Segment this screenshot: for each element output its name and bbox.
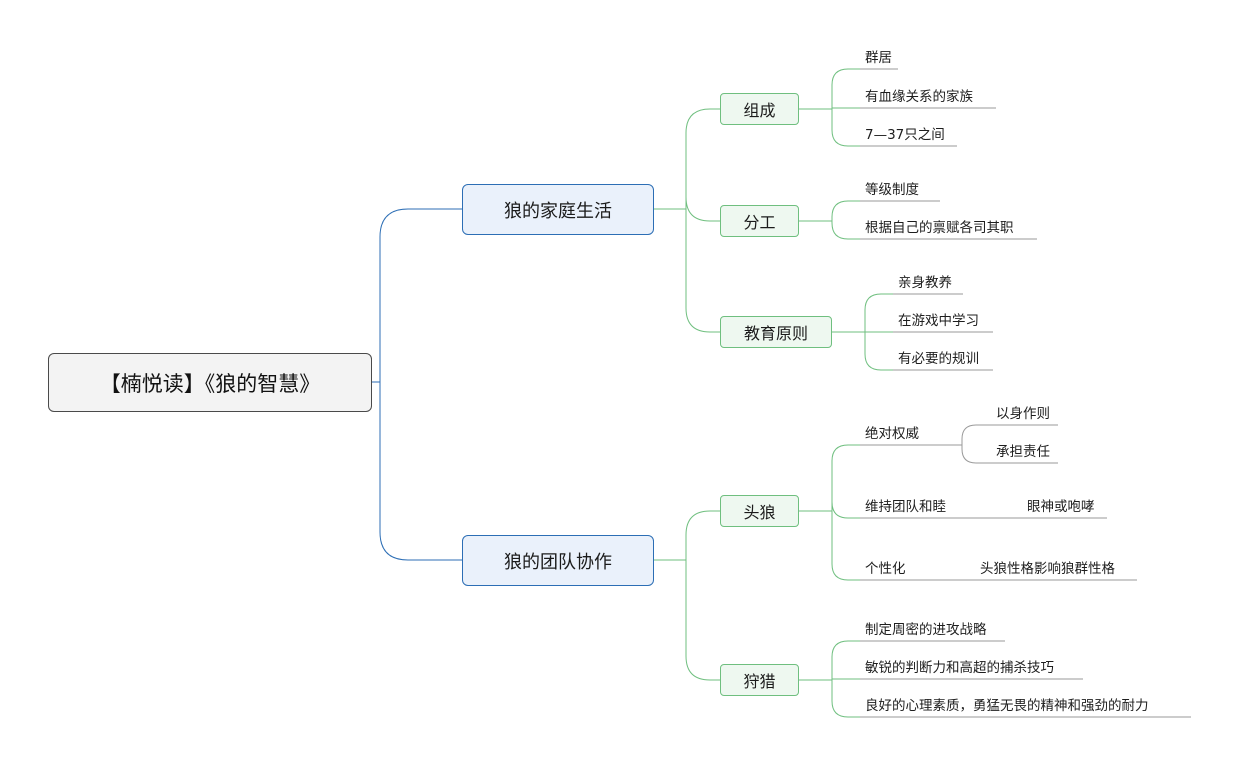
authority-connector-0	[961, 424, 990, 445]
division-connector-0	[831, 200, 860, 221]
leaf-roles-by-talent[interactable]: 根据自己的禀赋各司其职	[865, 220, 1014, 236]
hunting-connector-0	[831, 640, 860, 680]
composition-connector-0	[831, 68, 860, 109]
leaf-pack-size[interactable]: 7—37只之间	[865, 127, 945, 143]
subtopic-hunting[interactable]: 狩猎	[720, 664, 799, 696]
education-connector-2	[864, 332, 893, 371]
root-connector-1	[379, 382, 462, 561]
leaf-necessary-discipline[interactable]: 有必要的规训	[898, 351, 979, 367]
leadwolf-connector-2	[831, 511, 860, 581]
leaf-personal-raising[interactable]: 亲身教养	[898, 275, 952, 291]
leaf-stare-or-roar[interactable]: 眼神或咆哮	[1027, 499, 1095, 515]
hunting-connector-2	[831, 680, 860, 718]
family-connector-0	[685, 108, 720, 209]
team-connector-1	[685, 560, 720, 681]
leaf-attack-strategy[interactable]: 制定周密的进攻战略	[865, 622, 987, 638]
leaf-maintain-harmony[interactable]: 维持团队和睦	[865, 499, 946, 515]
family-connector-1	[685, 196, 720, 222]
root-topic[interactable]: 【楠悦读】《狼的智慧》	[48, 353, 372, 412]
composition-connector-2	[831, 109, 860, 147]
subtopic-composition[interactable]: 组成	[720, 93, 799, 125]
subtopic-education-principles[interactable]: 教育原则	[720, 316, 832, 348]
branch-family-life[interactable]: 狼的家庭生活	[462, 184, 654, 235]
leaf-judgment-and-skill[interactable]: 敏锐的判断力和高超的捕杀技巧	[865, 660, 1054, 676]
leaf-lead-by-example[interactable]: 以身作则	[996, 406, 1050, 422]
leaf-learning-through-play[interactable]: 在游戏中学习	[898, 313, 979, 329]
subtopic-division-of-labor[interactable]: 分工	[720, 205, 799, 237]
leaf-blood-related-family[interactable]: 有血缘关系的家族	[865, 89, 973, 105]
leaf-living-in-groups[interactable]: 群居	[865, 50, 892, 66]
education-connector-0	[864, 293, 893, 332]
leaf-leader-personality[interactable]: 头狼性格影响狼群性格	[980, 561, 1115, 577]
root-connector-0	[379, 208, 462, 382]
division-connector-1	[831, 221, 860, 240]
leaf-absolute-authority[interactable]: 绝对权威	[865, 426, 919, 442]
authority-connector-1	[961, 445, 990, 464]
leaf-mental-endurance[interactable]: 良好的心理素质，勇猛无畏的精神和强劲的耐力	[865, 698, 1149, 714]
family-connector-2	[685, 209, 720, 333]
leaf-take-responsibility[interactable]: 承担责任	[996, 444, 1050, 460]
leadwolf-connector-0	[831, 444, 860, 511]
leadwolf-connector-1	[831, 501, 860, 519]
leaf-hierarchy[interactable]: 等级制度	[865, 182, 919, 198]
team-connector-0	[685, 510, 720, 560]
leaf-individuality[interactable]: 个性化	[865, 561, 906, 577]
subtopic-lead-wolf[interactable]: 头狼	[720, 495, 799, 527]
branch-team-cooperation[interactable]: 狼的团队协作	[462, 535, 654, 586]
